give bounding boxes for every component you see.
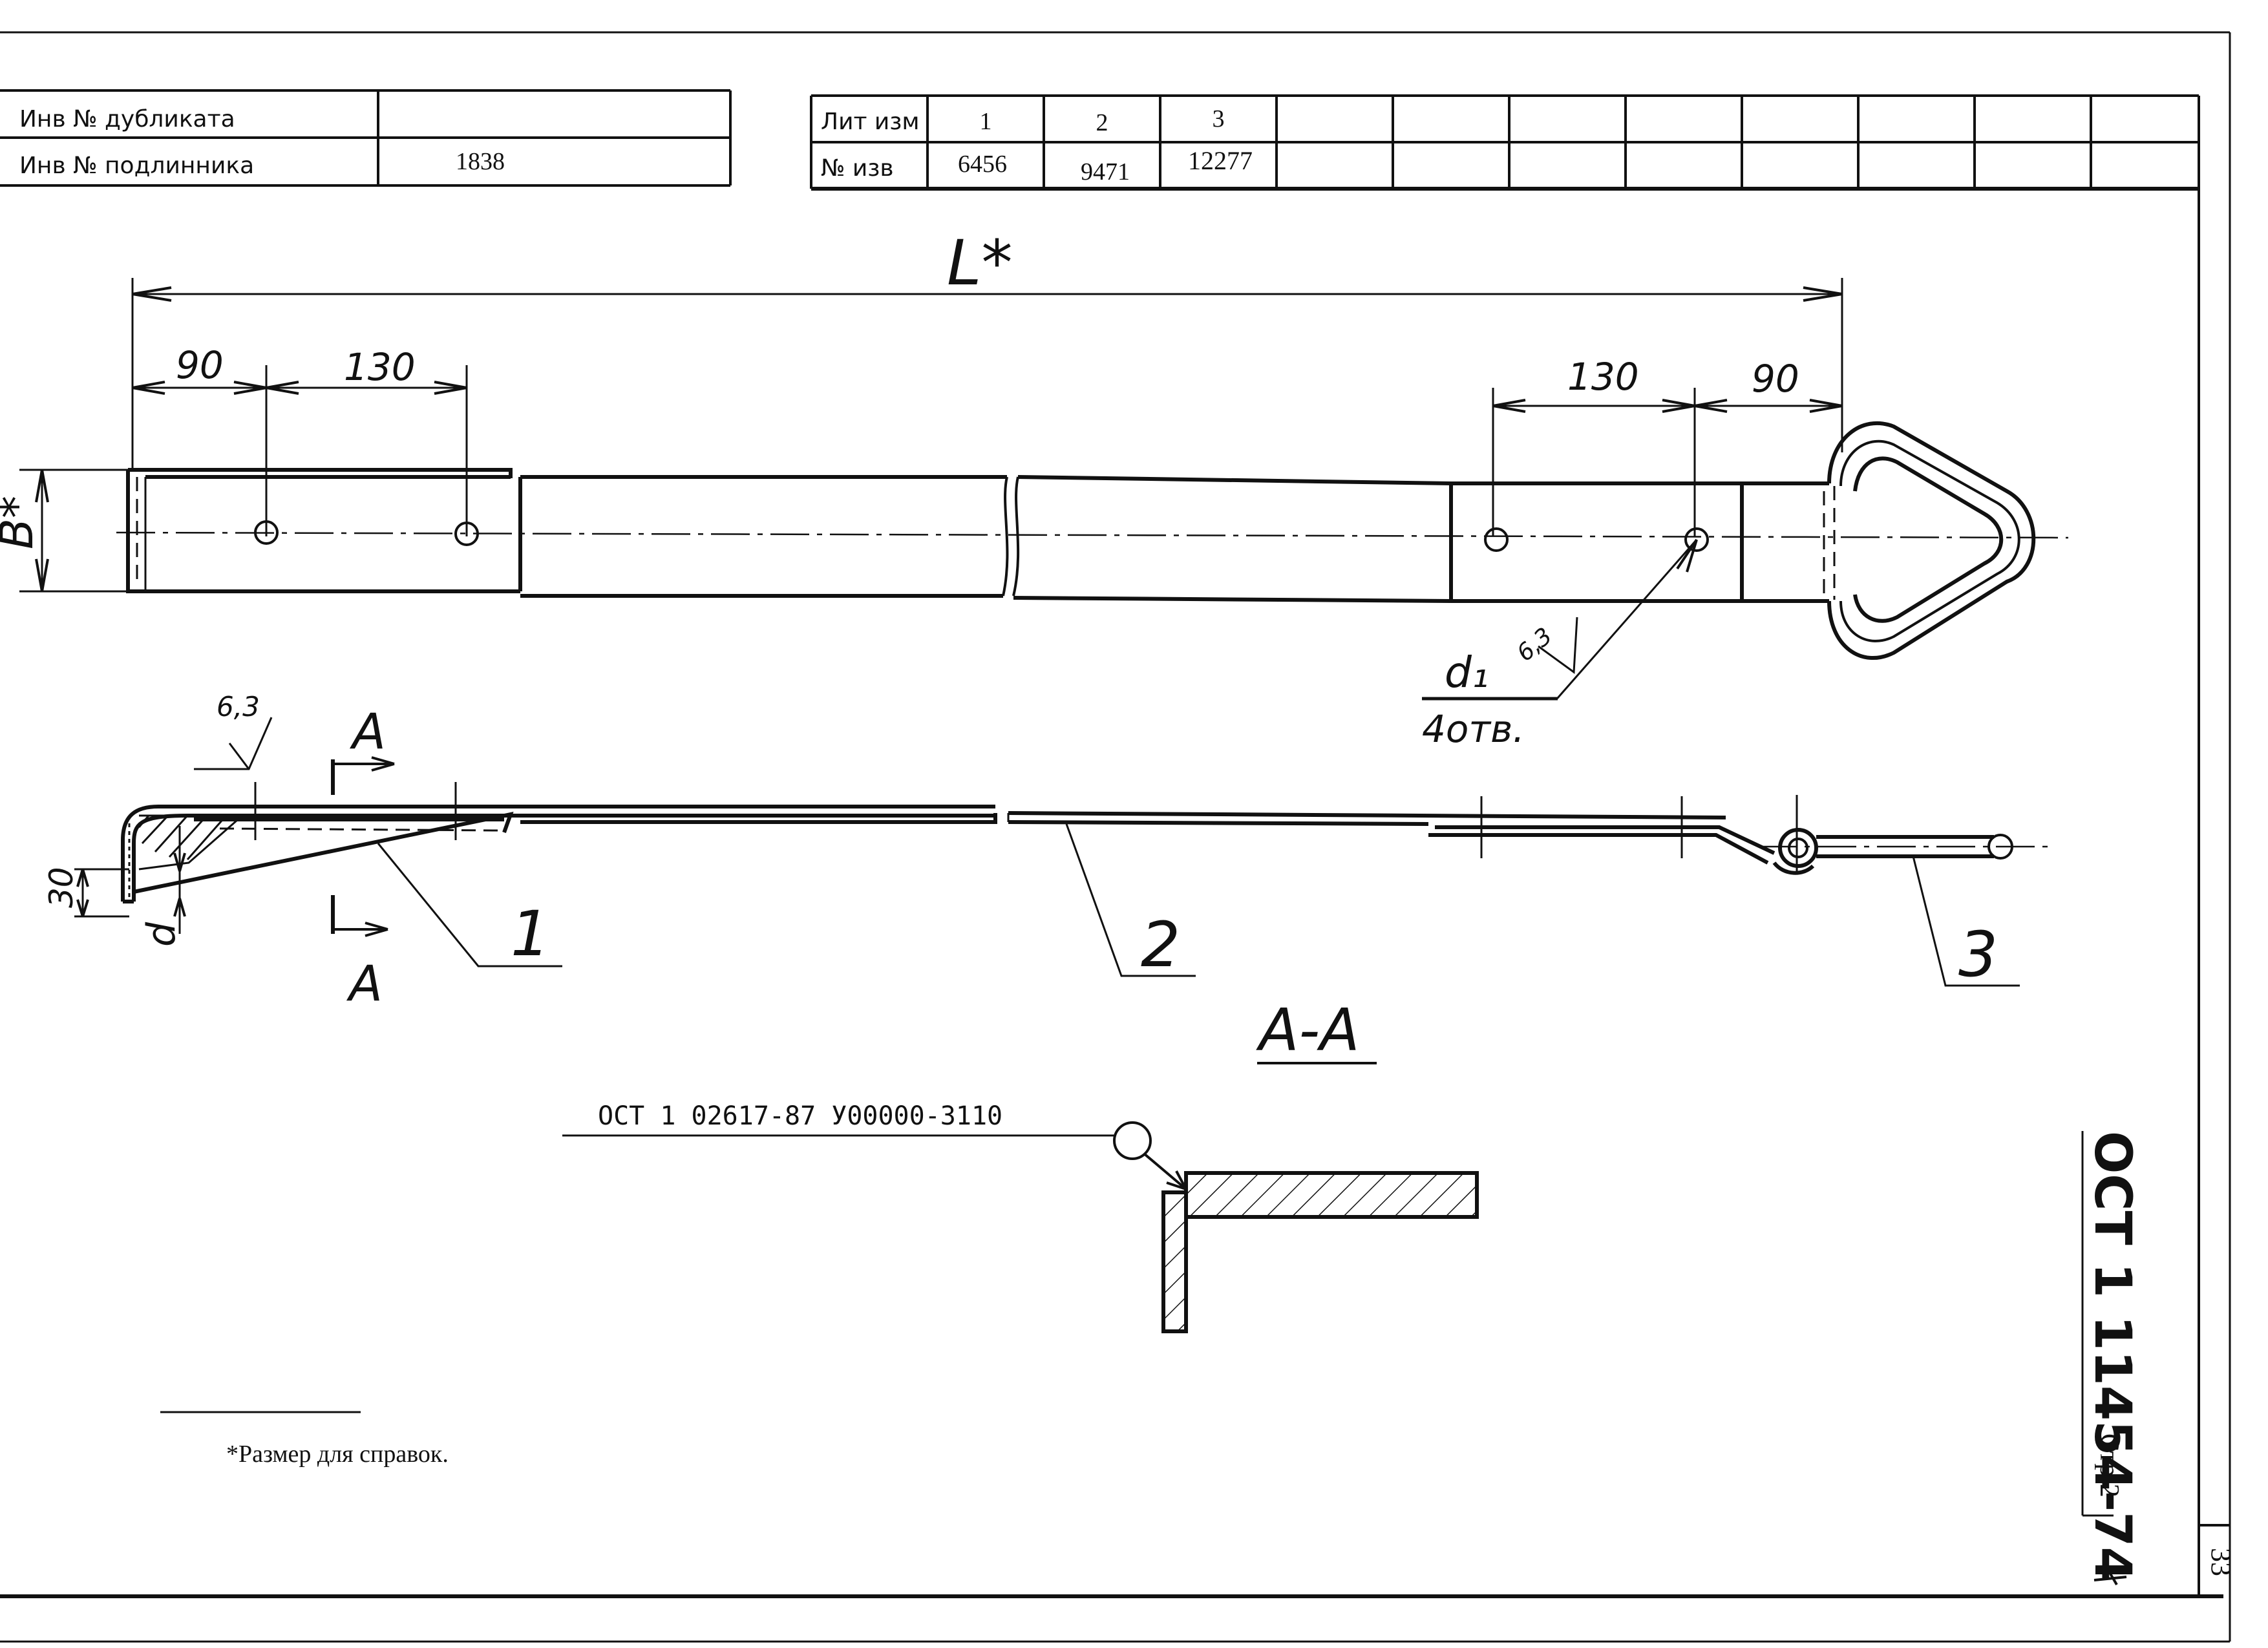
dim-flange-height: 30 — [43, 867, 80, 908]
inventory-table: Инв № дубликата Инв № подлинника 1838 — [0, 89, 732, 187]
dim-hole-count: 4отв. — [1422, 707, 1525, 751]
section-cut-top: A — [349, 703, 386, 760]
dim-overall-length: L* — [947, 227, 1012, 299]
footnote: *Размер для справок. — [226, 1441, 449, 1468]
sheet-number: 33 — [2205, 1548, 2237, 1576]
inventory-duplicate-label: Инв № дубликата — [19, 106, 235, 132]
section-cut-bottom: A — [346, 955, 383, 1012]
page-label: Стр.2 — [2094, 1433, 2124, 1497]
drawing-frame — [0, 31, 2231, 1643]
callout-part-3: 3 — [1958, 918, 1998, 991]
notice-3: 12277 — [1188, 146, 1253, 175]
inventory-original-value: 1838 — [456, 148, 505, 175]
dim-right-pitch: 130 — [1567, 355, 1639, 399]
roughness-top: 6,3 — [217, 691, 260, 723]
section-title: A-A — [1256, 997, 1360, 1064]
notice-row-label: № изв — [821, 155, 894, 182]
revision-table: Лит изм № изв 1 2 3 6456 9471 12277 — [810, 94, 2200, 191]
inventory-original-label: Инв № подлинника — [19, 153, 254, 179]
section-a-a: A-A ОСТ 1 02617-87 У00000-3110 — [562, 997, 1479, 1333]
callout-part-2: 2 — [1141, 909, 1180, 981]
dim-left-pitch: 130 — [344, 345, 416, 389]
dim-hole-diameter: d₁ — [1445, 648, 1489, 697]
callout-part-1: 1 — [511, 898, 550, 970]
footnote-block: *Размер для справок. — [160, 1411, 449, 1468]
weld-note: ОСТ 1 02617-87 У00000-3110 — [598, 1101, 1002, 1131]
standard-designation: ОСТ 1 11454-74 Стр.2 33 — [2081, 1131, 2237, 1586]
plan-view: L* 90 130 130 90 B* — [0, 227, 2069, 751]
dim-right-edge: 90 — [1752, 357, 1799, 401]
revision-1: 1 — [980, 108, 992, 135]
standard-code: ОСТ 1 11454-74 — [2083, 1131, 2141, 1582]
revision-row-label: Лит изм — [821, 109, 920, 135]
notice-1: 6456 — [958, 151, 1007, 178]
notice-2: 9471 — [1081, 158, 1130, 185]
revision-3: 3 — [1213, 105, 1225, 132]
revision-2: 2 — [1096, 109, 1108, 136]
dim-width: B* — [0, 496, 43, 549]
dim-thickness: d — [139, 922, 184, 947]
dim-left-edge: 90 — [176, 343, 224, 387]
roughness-side: 6,3 — [1512, 623, 1557, 667]
side-view: 6,3 A A 30 d — [43, 691, 2049, 1012]
